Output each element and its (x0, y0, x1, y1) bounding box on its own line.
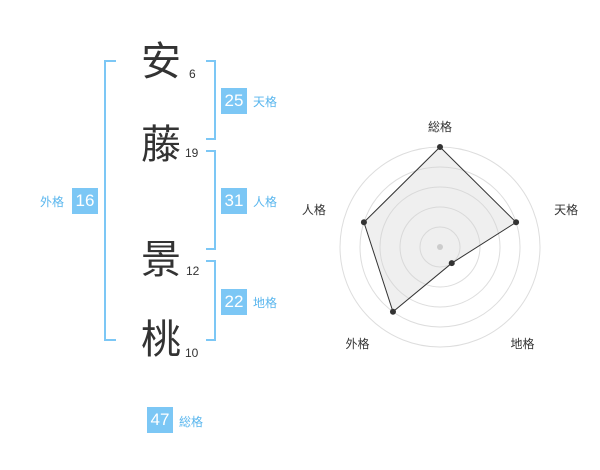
radar-series-polygon (363, 146, 517, 313)
radar-axis-label-4: 外格 (345, 336, 369, 351)
radar-center-dot (437, 244, 443, 250)
tenkaku-badge: 25 (221, 88, 247, 114)
jinkaku-badge: 31 (221, 188, 247, 214)
radar-axis-label-3: 地格 (511, 336, 535, 351)
radar-point-2 (513, 219, 520, 226)
chikaku-badge: 22 (221, 289, 247, 315)
gaikaku-bracket (104, 60, 116, 341)
stroke-count-4: 10 (185, 346, 199, 360)
radar-point-5 (360, 219, 367, 226)
name-char-4: 桃 (141, 317, 181, 363)
stroke-count-1: 6 (189, 67, 196, 81)
tenkaku-label: 天格 (253, 95, 278, 109)
gaikaku-badge: 16 (72, 188, 98, 214)
radar-ring (359, 166, 521, 328)
chikaku-label: 地格 (253, 296, 278, 310)
stroke-count-3: 12 (186, 264, 200, 278)
radar-ring (419, 226, 461, 268)
radar-point-3 (448, 260, 455, 267)
soukaku-label: 総格 (179, 415, 204, 429)
radar-points (360, 144, 520, 315)
radar-point-1 (437, 144, 443, 150)
name-char-1: 安 (141, 39, 181, 85)
gaikaku-label: 外格 (40, 195, 65, 209)
name-char-3: 景 (141, 237, 181, 283)
radar-axis-label-1: 総格 (428, 119, 452, 134)
stroke-count-2: 19 (185, 146, 199, 160)
radar-point-4 (389, 308, 396, 315)
jinkaku-bracket (206, 150, 216, 250)
radar-ring (379, 186, 501, 308)
soukaku-badge: 47 (147, 407, 173, 433)
chikaku-bracket (206, 260, 216, 341)
name-char-2: 藤 (141, 122, 181, 168)
radar-axis-label-2: 天格 (554, 202, 578, 217)
tenkaku-bracket (206, 60, 216, 140)
jinkaku-label: 人格 (253, 195, 278, 209)
radar-axis-label-5: 人格 (302, 202, 326, 217)
radar-ring (399, 206, 481, 288)
